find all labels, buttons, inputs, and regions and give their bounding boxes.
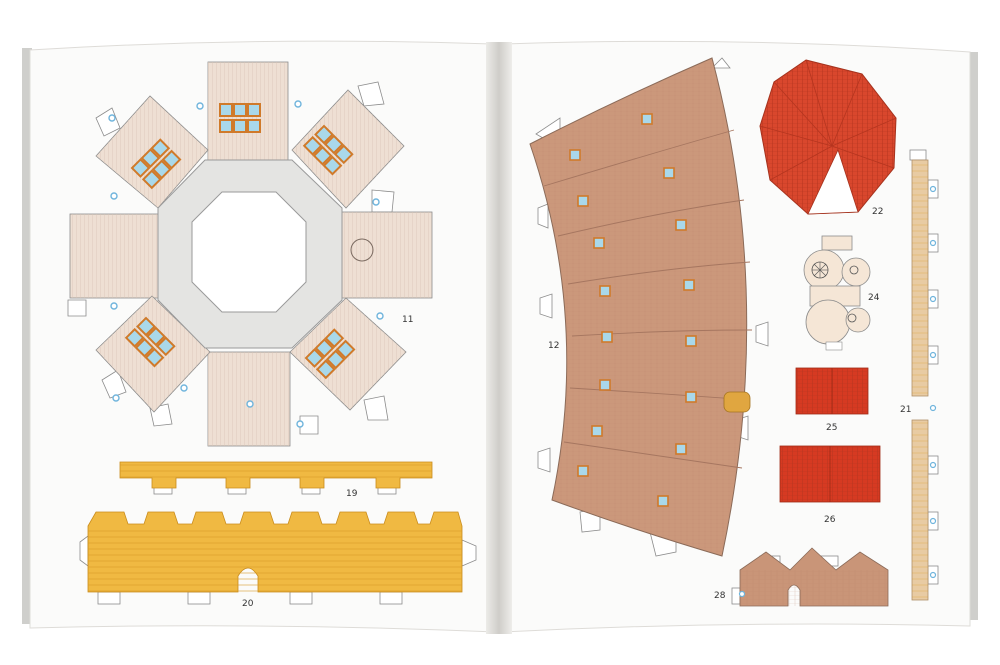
part-label-28: 28 xyxy=(714,591,726,601)
piece-21-vertical-strip: 21 xyxy=(900,149,939,601)
glue-dot-icon xyxy=(108,100,384,428)
part-label-21: 21 xyxy=(900,405,911,415)
part-label-26: 26 xyxy=(824,515,836,525)
piece-19-timber-strip: 19 xyxy=(119,461,433,499)
dormer-window xyxy=(569,113,697,507)
part-label-24: 24 xyxy=(868,293,880,303)
piece-24-tower-base: 24 xyxy=(803,235,880,351)
round-window-icon xyxy=(350,238,374,262)
part-label-20: 20 xyxy=(242,599,254,609)
piece-11-octagon-house: 11 xyxy=(67,61,433,447)
courtyard-opening xyxy=(191,191,307,313)
part-label-12: 12 xyxy=(548,341,559,351)
part-label-19: 19 xyxy=(346,489,358,499)
part-label-11: 11 xyxy=(402,315,413,325)
piece-12-curved-roof: 12 xyxy=(529,57,769,557)
glue-dot-icon xyxy=(929,185,937,579)
piece-22-red-roof: 22 xyxy=(759,59,897,217)
part-label-22: 22 xyxy=(872,207,883,217)
piece-20-crenellated-wall: 20 xyxy=(79,511,477,609)
window-grid xyxy=(124,103,356,380)
piece-28-gabled-facade: 28 xyxy=(714,547,889,607)
piece-25-red-sheet: 25 xyxy=(795,367,869,433)
part-label-25: 25 xyxy=(826,423,837,433)
gold-tab xyxy=(723,391,751,413)
book-gutter xyxy=(486,42,512,634)
piece-26-red-sheet: 26 xyxy=(779,445,881,525)
